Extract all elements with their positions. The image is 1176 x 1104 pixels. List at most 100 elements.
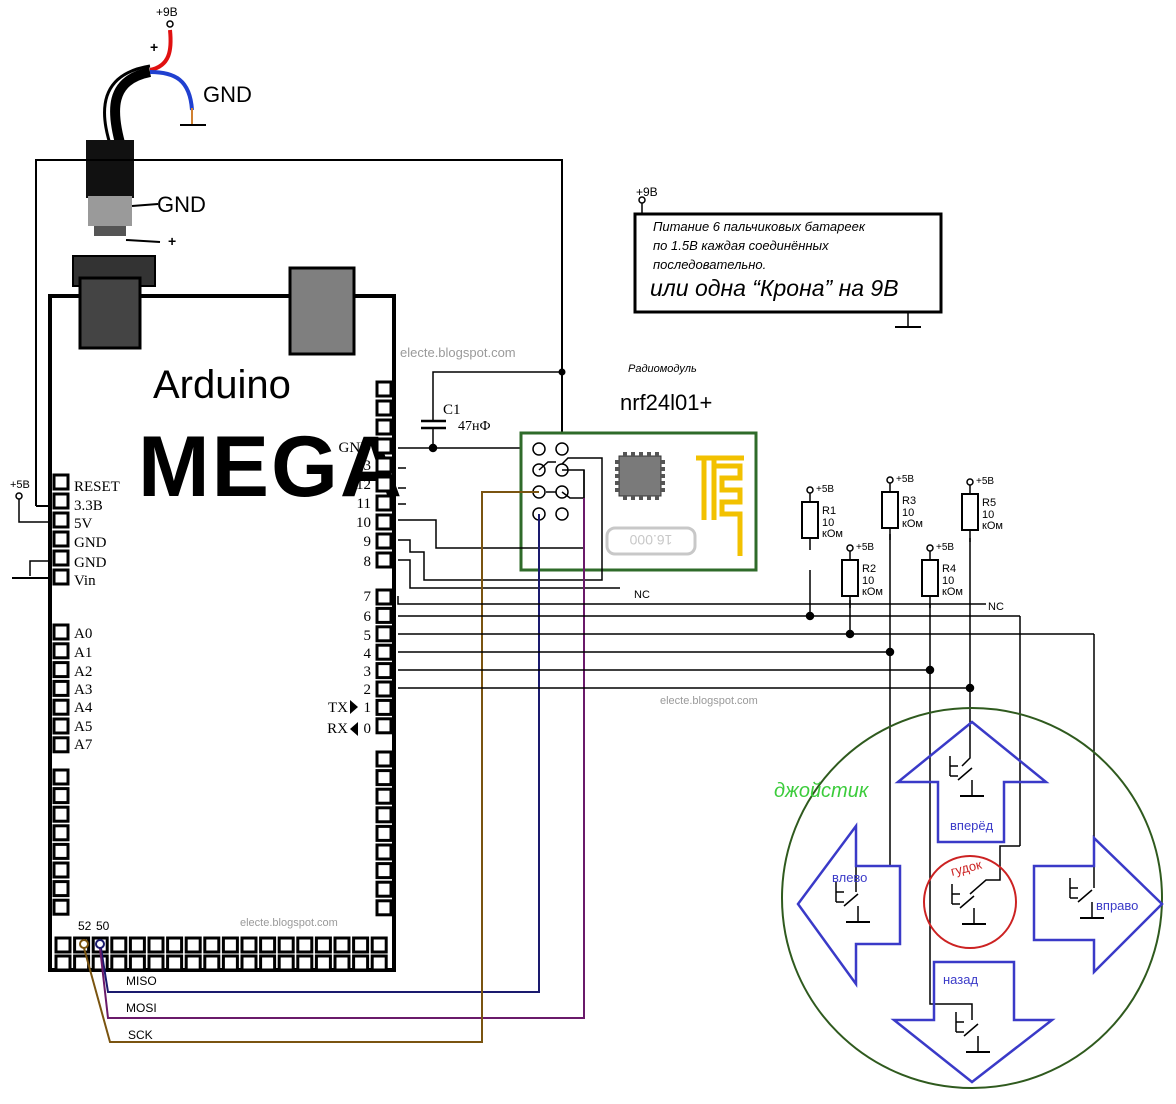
pin-label-d5: 5	[364, 628, 372, 644]
bottom-pin-0-9	[221, 936, 239, 954]
push-button-left	[835, 882, 870, 923]
right-header-digital	[375, 380, 393, 569]
bottom-pin-0-14	[314, 936, 332, 954]
mosi-wire	[99, 498, 585, 1019]
radio-module	[519, 431, 758, 572]
resistor-4-supply: +5В	[936, 542, 954, 553]
pin-label-a4: A4	[74, 700, 93, 716]
pin-label-a2: A2	[74, 664, 92, 680]
bottom-pin-1-10	[240, 954, 258, 972]
bottom-pin-1-6	[166, 954, 184, 972]
resistor-5-name: R5	[982, 497, 996, 509]
left-analog-pin-5	[52, 717, 70, 735]
sck-label: SCK	[128, 1028, 153, 1042]
gnd-wire-label: GND	[203, 82, 252, 107]
left-analog-pin-6	[52, 736, 70, 754]
resistor-2-supply: +5В	[856, 542, 874, 553]
right-digital-pin-3	[375, 437, 393, 455]
right-digital-pin-9	[375, 551, 393, 569]
pin-label-d12: 12	[356, 477, 371, 493]
right-digital-low-pin-6	[375, 698, 393, 716]
plus9v-top-label: +9В	[156, 5, 178, 19]
bottom-pin-0-13	[296, 936, 314, 954]
pin-label-a3: A3	[74, 682, 92, 698]
pin-label-3v3: 3.3В	[74, 498, 103, 514]
battery-supply-label: +9В	[636, 185, 658, 199]
gnd-wire	[149, 70, 194, 111]
pin-label-tx-num: 1	[364, 700, 372, 716]
resistor-5-unit: кОм	[982, 520, 1003, 532]
battery-note-line2: по 1.5В каждая соединённых	[653, 238, 829, 253]
resistor-4-name: R4	[942, 563, 956, 575]
left-pin-labels: RESET 3.3В 5V GND GND Vin A0 A1 A2 A3 A4…	[74, 479, 120, 753]
watermark-1: electe.blogspot.com	[400, 345, 516, 360]
joystick-buttons	[835, 756, 1104, 1053]
left-power-pin-1	[52, 492, 70, 510]
right-digital-pin-2	[375, 418, 393, 436]
rx-arrow-icon	[350, 722, 358, 736]
bottom-header	[54, 936, 388, 972]
resistor-5-value: 10	[982, 509, 994, 521]
left-header-lower	[52, 768, 70, 916]
right-digital-pin-4	[375, 456, 393, 474]
label-left: влево	[832, 870, 867, 885]
tx-arrow-icon	[350, 700, 358, 714]
pin-label-a1: A1	[74, 645, 92, 661]
right-pin-labels: GND 13 12 11 10 9 8 7 6 5 4 3 2 TX 1 RX …	[327, 440, 371, 737]
resistor-4-unit: кОм	[942, 586, 963, 598]
bottom-pin-1-13	[296, 954, 314, 972]
pin-label-gnd-1: GND	[74, 535, 107, 551]
label-forward: вперёд	[950, 818, 994, 833]
plus-plug-label: +	[168, 233, 176, 249]
gnd-plug-label: GND	[157, 192, 206, 217]
resistor-1-unit: кОм	[822, 528, 843, 540]
bottom-pin-1-7	[184, 954, 202, 972]
capacitor-value: 47нФ	[458, 419, 491, 434]
right-digital-low-pin-4	[375, 662, 393, 680]
battery-note-line1: Питание 6 пальчиковых батареек	[653, 219, 866, 234]
spi-pin-52-label: 52	[78, 919, 92, 933]
power-plug	[86, 140, 161, 243]
right-header-digital-low	[375, 588, 393, 735]
left-lower-pin-3	[52, 824, 70, 842]
left-header-power	[52, 473, 70, 586]
label-horn: гудок	[949, 857, 983, 879]
bottom-pin-1-4	[128, 954, 146, 972]
horn-ring	[923, 855, 1017, 949]
left-lower-pin-5	[52, 861, 70, 879]
right-digital-pin-0	[375, 380, 393, 398]
left-supply	[12, 492, 52, 579]
left-analog-pin-0	[52, 623, 70, 641]
right-digital-low-pin-3	[375, 643, 393, 661]
miso-label: MISO	[126, 974, 157, 988]
pin-label-reset: RESET	[74, 479, 120, 495]
bottom-pin-1-11	[259, 954, 277, 972]
right-lower-pin-6	[375, 862, 393, 880]
radio-caption: Радиомодуль	[628, 363, 697, 375]
bottom-pin-1-15	[333, 954, 351, 972]
left-lower-pin-1	[52, 787, 70, 805]
joystick	[781, 707, 1164, 1089]
right-digital-pin-5	[375, 475, 393, 493]
resistor-3-supply: +5В	[896, 474, 914, 485]
arduino-board	[48, 255, 396, 972]
pin-label-a5: A5	[74, 719, 92, 735]
battery-note	[633, 196, 943, 328]
resistor-4-value: 10	[942, 575, 954, 587]
pullup-resistors: +5ВR110кОм+5ВR210кОм+5ВR310кОм+5ВR410кОм…	[801, 474, 1003, 608]
joystick-bus	[397, 534, 1095, 1020]
capacitor-name: C1	[443, 402, 461, 418]
push-button-forward	[949, 756, 984, 797]
pin-label-d9: 9	[364, 534, 372, 550]
sck-wire	[83, 491, 539, 1043]
right-digital-low-pin-7	[375, 717, 393, 735]
resistor-3-unit: кОм	[902, 518, 923, 530]
left-analog-pin-2	[52, 661, 70, 679]
crystal	[605, 526, 697, 556]
left-lower-pin-4	[52, 842, 70, 860]
plus-wire	[149, 29, 173, 72]
pin-label-d11: 11	[357, 496, 371, 512]
bottom-pin-0-5	[147, 936, 165, 954]
pin-label-a7: A7	[74, 737, 93, 753]
